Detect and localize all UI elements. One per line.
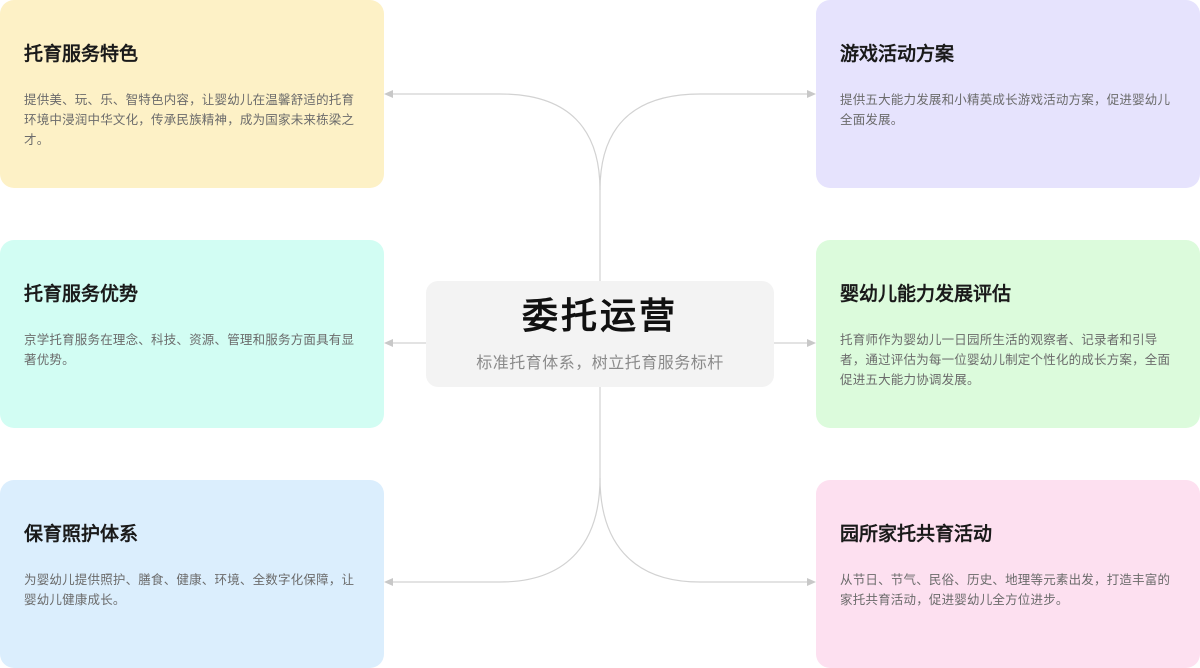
arrow-left-top: [384, 90, 393, 98]
arrow-right-middle: [807, 339, 816, 347]
arrow-right-bottom: [807, 578, 816, 586]
card-childcare-features: 托育服务特色 提供美、玩、乐、智特色内容，让婴幼儿在温馨舒适的托育环境中浸润中华…: [0, 0, 384, 188]
card-coeducation-activities: 园所家托共育活动 从节日、节气、民俗、历史、地理等元素出发，打造丰富的家托共育活…: [816, 480, 1200, 668]
card-title: 保育照护体系: [24, 523, 139, 545]
card-title: 托育服务特色: [24, 43, 139, 65]
card-title: 婴幼儿能力发展评估: [840, 283, 1012, 305]
arrow-left-bottom: [384, 578, 393, 586]
curve-right-bottom: [599, 477, 808, 583]
card-description: 提供美、玩、乐、智特色内容，让婴幼儿在温馨舒适的托育环境中浸润中华文化，传承民族…: [24, 92, 355, 147]
center-subtitle: 标准托育体系，树立托育服务标杆: [476, 353, 724, 372]
card-care-system: 保育照护体系 为婴幼儿提供照护、膳食、健康、环境、全数字化保障，让婴幼儿健康成长…: [0, 480, 384, 668]
card-ability-assessment: 婴幼儿能力发展评估 托育师作为婴幼儿一日园所生活的观察者、记录者和引导者，通过评…: [816, 240, 1200, 428]
card-description: 托育师作为婴幼儿一日园所生活的观察者、记录者和引导者，通过评估为每一位婴幼儿制定…: [840, 332, 1171, 387]
card-game-activities: 游戏活动方案 提供五大能力发展和小精英成长游戏活动方案，促进婴幼儿全面发展。: [816, 0, 1200, 188]
card-description: 为婴幼儿提供照护、膳食、健康、环境、全数字化保障，让婴幼儿健康成长。: [24, 572, 355, 607]
card-title: 园所家托共育活动: [840, 523, 993, 545]
card-title: 游戏活动方案: [840, 43, 955, 65]
card-description: 提供五大能力发展和小精英成长游戏活动方案，促进婴幼儿全面发展。: [840, 92, 1171, 127]
card-description: 京学托育服务在理念、科技、资源、管理和服务方面具有显著优势。: [24, 332, 355, 367]
card-description: 从节日、节气、民俗、历史、地理等元素出发，打造丰富的家托共育活动，促进婴幼儿全方…: [840, 572, 1171, 607]
center-node: 委托运营 标准托育体系，树立托育服务标杆: [426, 281, 774, 387]
curve-left-bottom: [392, 477, 601, 583]
arrow-left-middle: [384, 339, 393, 347]
center-title: 委托运营: [521, 296, 678, 337]
curve-right-top: [599, 93, 808, 191]
card-title: 托育服务优势: [24, 283, 139, 305]
curve-left-top: [392, 93, 601, 191]
arrow-right-top: [807, 90, 816, 98]
card-childcare-advantages: 托育服务优势 京学托育服务在理念、科技、资源、管理和服务方面具有显著优势。: [0, 240, 384, 428]
